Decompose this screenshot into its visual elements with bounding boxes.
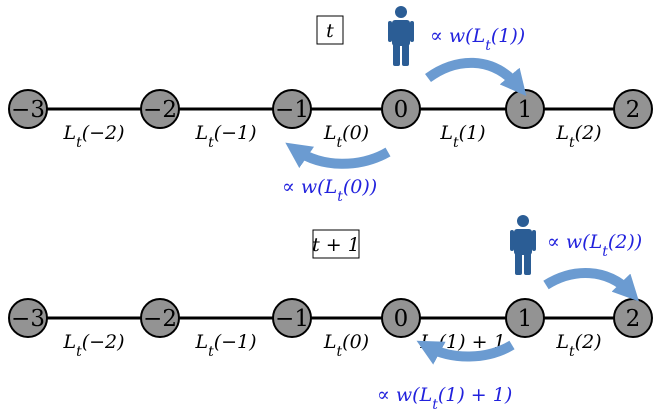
node-label: 0: [394, 306, 409, 332]
node-circle: [272, 298, 312, 338]
rate-left-label: ∝ w(Lt(0)): [282, 176, 377, 205]
node-circle: [140, 298, 180, 338]
move-right-arrow: [543, 268, 640, 302]
move-right-arrow: [425, 57, 527, 96]
node-label: −3: [11, 97, 45, 123]
node-label: −3: [11, 306, 45, 332]
edge-label: Lt(−1): [194, 122, 256, 151]
edge-label: Lt(−2): [62, 331, 124, 360]
node-circle: [613, 89, 653, 129]
person-icon: [388, 6, 414, 66]
move-left-arrow: [416, 340, 515, 365]
time-label: t: [326, 20, 334, 42]
rate-right-label: ∝ w(Lt(1)): [430, 25, 525, 54]
row-1: Lt(−2) Lt(−1) Lt(0) Lt(1) Lt(2) −3 −2 −1 0 1 2 t ∝ w…: [8, 6, 653, 205]
node-label: 0: [394, 97, 409, 123]
person-icon: [510, 215, 536, 275]
node-circle: [140, 89, 180, 129]
edge-label: Lt(2): [555, 331, 601, 360]
node-label: 1: [518, 306, 533, 332]
rate-left-label: ∝ w(Lt(1) + 1): [377, 384, 512, 409]
node-circle: [381, 298, 421, 338]
edge-label: Lt(0): [323, 122, 369, 151]
time-label-box: [316, 15, 344, 45]
node-label: −2: [143, 97, 177, 123]
time-label: t + 1: [312, 234, 360, 256]
node-label: −1: [275, 306, 309, 332]
node-circle: [272, 89, 312, 129]
edge-label: Lt(1): [439, 122, 485, 151]
node-circle: [8, 298, 48, 338]
edge-label: Lt(−1): [194, 331, 256, 360]
node-label: −1: [275, 97, 309, 123]
node-label: 2: [626, 306, 641, 332]
node-circle: [8, 89, 48, 129]
node-label: 1: [518, 97, 533, 123]
rate-right-label: ∝ w(Lt(2)): [547, 231, 642, 260]
node-circle: [381, 89, 421, 129]
edge-label: Lt(−2): [62, 122, 124, 151]
time-label-box: [312, 229, 360, 259]
edge-label: Lt(0): [323, 331, 369, 360]
node-label: −2: [143, 306, 177, 332]
edge-label: Lt(2): [555, 122, 601, 151]
move-left-arrow: [285, 142, 391, 169]
node-circle: [505, 298, 545, 338]
node-label: 2: [626, 97, 641, 123]
